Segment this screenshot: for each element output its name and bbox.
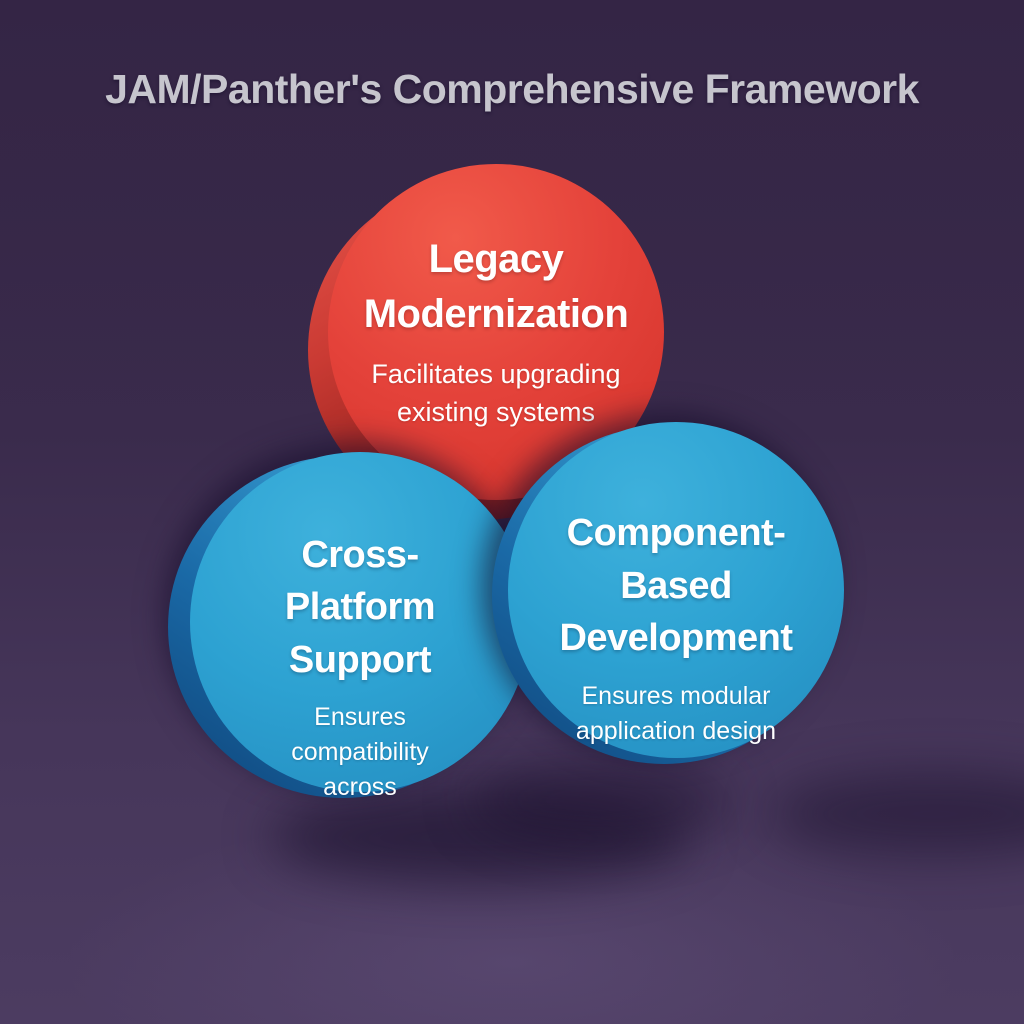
node-heading: Cross-Platform Support: [284, 533, 436, 681]
node-description: Facilitates upgrading existing systems: [371, 359, 621, 428]
node-component-based-development: Component-Based Development Ensures modu…: [492, 422, 844, 764]
disc-face: Component-Based Development Ensures modu…: [508, 422, 844, 758]
node-cross-platform-support: Cross-Platform Support Ensures compatibi…: [168, 452, 530, 801]
floor-shadow-mid: [470, 760, 730, 840]
node-heading: Component-Based Development: [559, 512, 793, 660]
page-title: JAM/Panther's Comprehensive Framework: [105, 66, 919, 112]
disc-face: Cross-Platform Support Ensures compatibi…: [190, 452, 530, 801]
node-description: Ensures compatibility across: [291, 703, 429, 802]
node-description: Ensures modular application design: [575, 681, 777, 745]
node-heading: Legacy Modernization: [363, 237, 629, 337]
node-legacy-modernization: Legacy Modernization Facilitates upgradi…: [308, 164, 664, 520]
floor-shadow-right: [770, 772, 1024, 856]
floor-shadow-left: [270, 792, 690, 884]
